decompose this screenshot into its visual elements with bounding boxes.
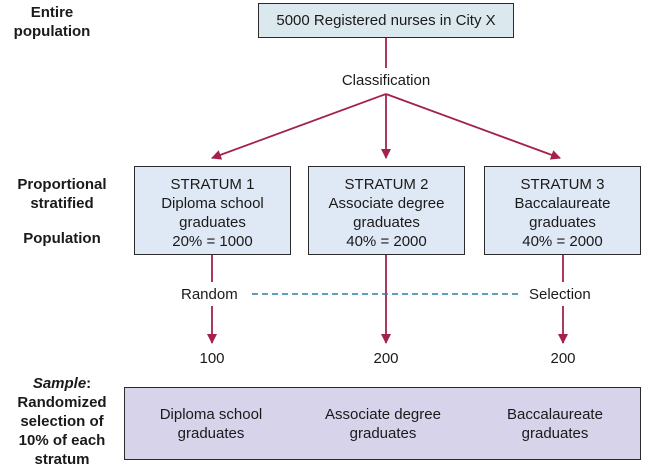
sample-associate: Associate degree graduates: [325, 406, 441, 442]
sample-box: Diploma school graduates Associate degre…: [124, 387, 641, 460]
stratum-3-box: STRATUM 3 Baccalaureate graduates 40% = …: [484, 166, 641, 255]
count-stratum-2: 200: [373, 350, 399, 367]
sample-emphasis: Sample: [32, 375, 87, 392]
stratum-2-box: STRATUM 2 Associate degree graduates 40%…: [308, 166, 465, 255]
sample-baccalaureate: Baccalaureate graduates: [507, 406, 603, 442]
arrow-to-stratum-3: [385, 93, 561, 160]
label-proportional-stratified: Proportional stratified: [17, 176, 107, 212]
count-stratum-3: 200: [550, 350, 576, 367]
label-population: Population: [23, 230, 101, 247]
population-box: 5000 Registered nurses in City X: [258, 3, 514, 38]
label-entire-population: Entire population: [13, 4, 91, 40]
random-label: Random: [181, 286, 238, 303]
selection-label: Selection: [529, 286, 591, 303]
sample-diploma: Diploma school graduates: [159, 406, 263, 442]
arrow-to-stratum-1: [211, 93, 387, 160]
classification-label: Classification: [341, 72, 431, 89]
stratum-1-box: STRATUM 1 Diploma school graduates 20% =…: [134, 166, 291, 255]
label-sample: Sample: Randomized selection of 10% of e…: [17, 375, 107, 468]
count-stratum-1: 100: [199, 350, 225, 367]
